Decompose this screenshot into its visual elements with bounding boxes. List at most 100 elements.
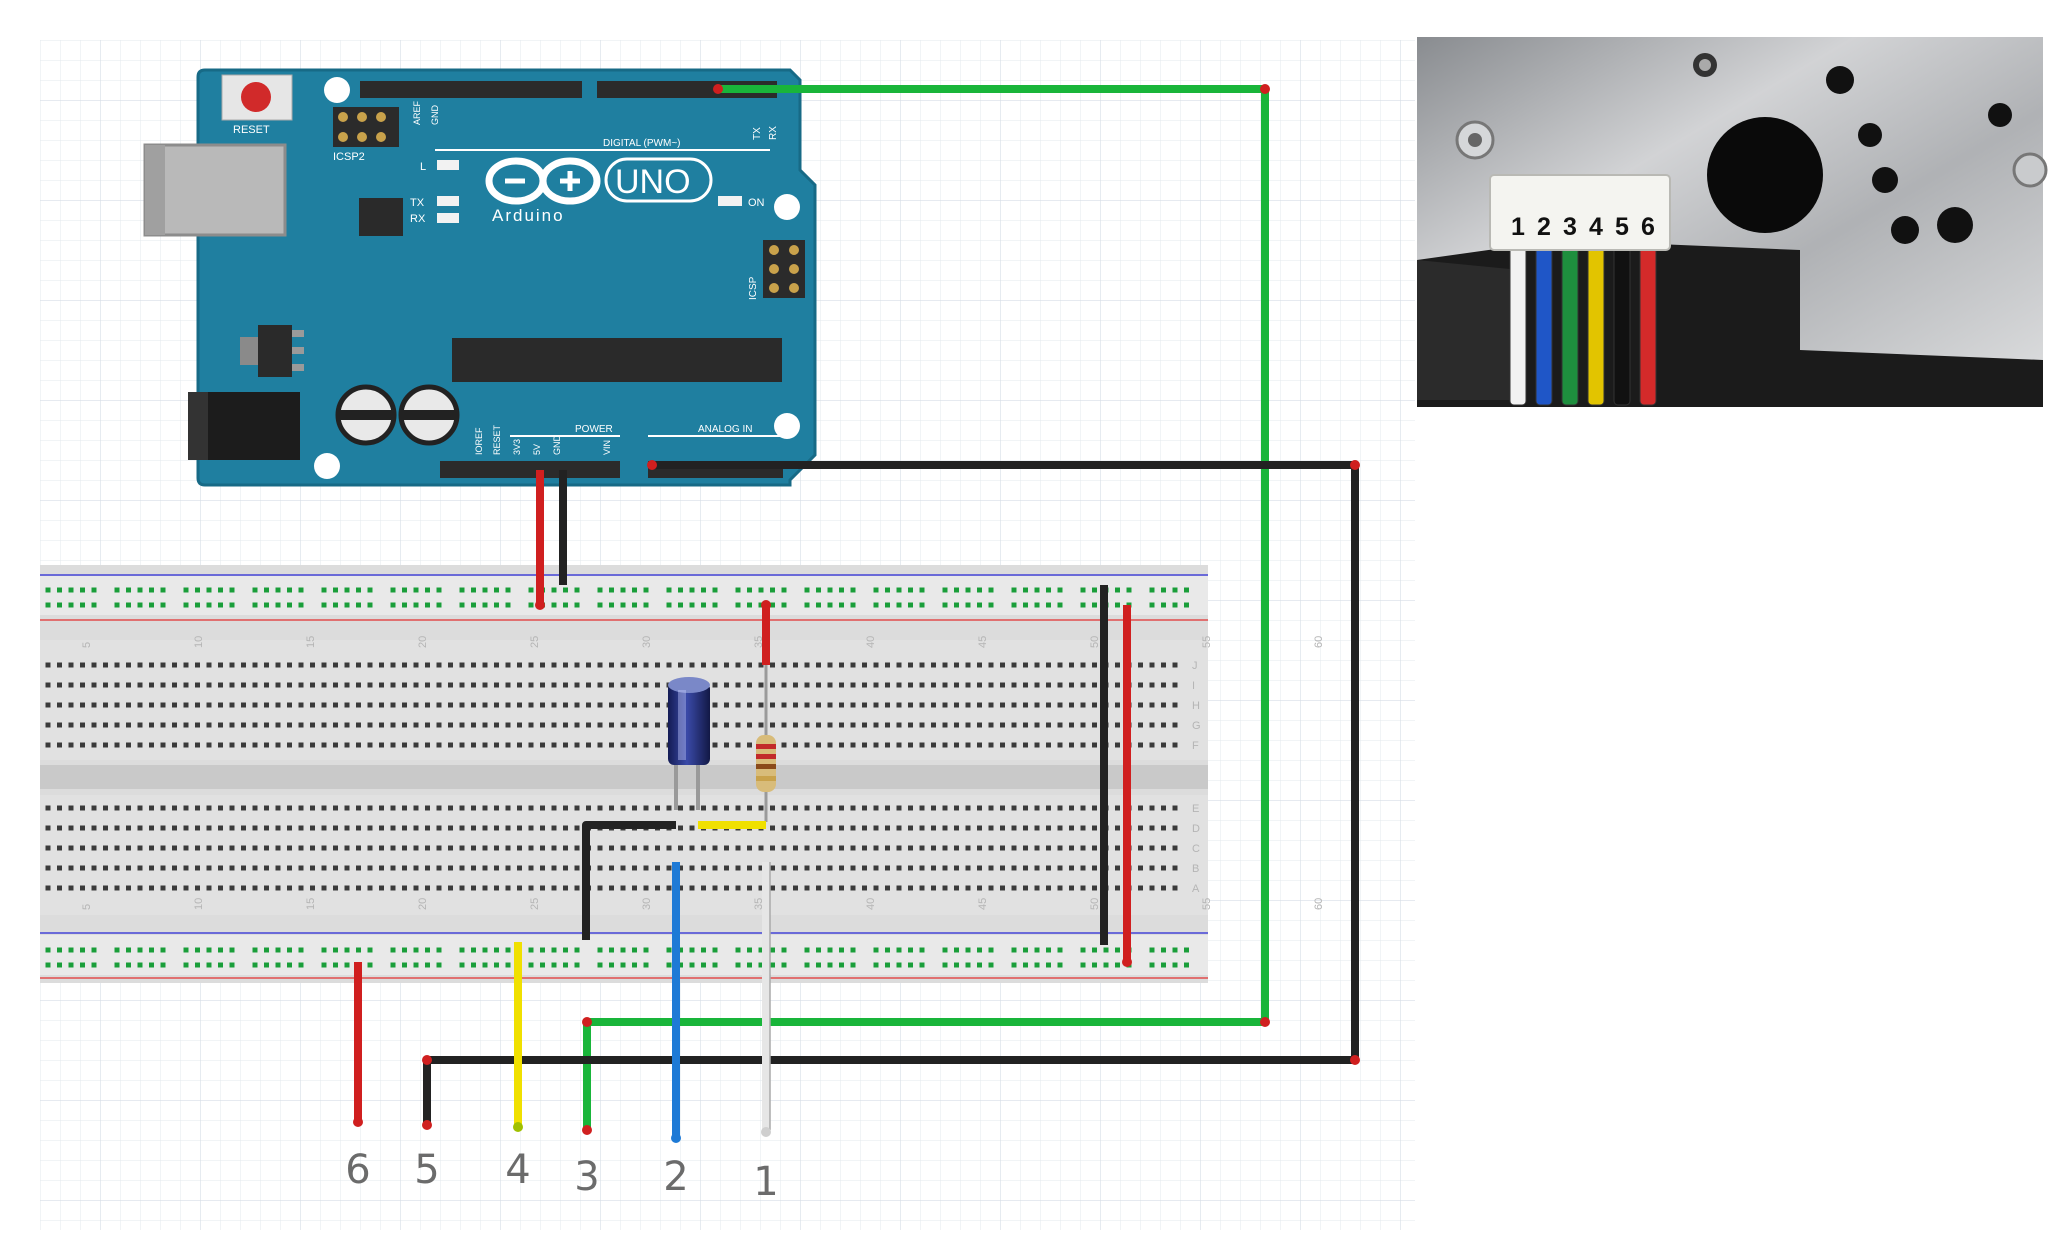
rail-hole — [160, 962, 166, 968]
terminal-hole — [1069, 682, 1074, 688]
terminal-hole — [816, 885, 821, 891]
terminal-hole — [655, 845, 660, 851]
terminal-hole — [172, 865, 177, 871]
rail-hole — [183, 587, 189, 593]
terminal-hole — [367, 805, 373, 811]
terminal-hole — [103, 825, 108, 831]
rail-hole — [574, 962, 580, 968]
terminal-hole — [149, 805, 154, 811]
terminal-hole — [1057, 885, 1063, 891]
terminal-hole — [609, 805, 614, 811]
rail-hole — [494, 947, 499, 953]
terminal-hole — [563, 662, 568, 668]
power-label: POWER — [575, 424, 613, 435]
terminal-hole — [517, 722, 522, 728]
terminal-hole — [827, 702, 833, 708]
terminal-hole — [609, 722, 614, 728]
terminal-hole — [367, 885, 373, 891]
terminal-hole — [747, 702, 752, 708]
terminal-hole — [413, 825, 419, 831]
terminal-hole — [172, 702, 177, 708]
terminal-hole — [885, 682, 890, 688]
terminal-hole — [298, 825, 304, 831]
rail-hole — [747, 962, 752, 968]
terminal-hole — [942, 722, 948, 728]
rail-hole — [712, 602, 718, 608]
terminal-hole — [1011, 662, 1017, 668]
terminal-hole — [1092, 682, 1097, 688]
terminal-hole — [252, 825, 258, 831]
connector-pin-5: 5 — [1615, 213, 1629, 241]
terminal-hole — [298, 662, 304, 668]
terminal-hole — [103, 805, 108, 811]
terminal-hole — [781, 885, 787, 891]
terminal-hole — [574, 845, 580, 851]
terminal-hole — [103, 702, 108, 708]
terminal-hole — [977, 682, 982, 688]
terminal-hole — [793, 722, 798, 728]
terminal-hole — [218, 722, 223, 728]
terminal-hole — [597, 742, 603, 748]
rail-hole — [781, 962, 787, 968]
terminal-hole — [310, 702, 315, 708]
terminal-hole — [954, 702, 959, 708]
terminal-hole — [252, 702, 258, 708]
terminal-hole — [114, 825, 120, 831]
rail-hole — [919, 587, 925, 593]
terminal-hole — [632, 662, 637, 668]
terminal-hole — [965, 682, 971, 688]
terminal-hole — [482, 805, 488, 811]
rail-hole — [827, 602, 833, 608]
terminal-hole — [264, 682, 269, 688]
rail-hole — [1057, 962, 1063, 968]
rail-hole — [1092, 947, 1097, 953]
rail-hole — [839, 602, 844, 608]
rail-hole — [781, 587, 787, 593]
terminal-hole — [91, 682, 97, 688]
terminal-hole — [804, 682, 810, 688]
terminal-hole — [988, 702, 994, 708]
terminal-hole — [827, 845, 833, 851]
terminal-hole — [1080, 865, 1086, 871]
terminal-hole — [195, 805, 200, 811]
terminal-hole — [344, 722, 350, 728]
terminal-hole — [1000, 845, 1005, 851]
terminal-hole — [1046, 865, 1051, 871]
terminal-hole — [988, 682, 994, 688]
terminal-hole — [735, 865, 741, 871]
terminal-hole — [919, 682, 925, 688]
terminal-hole — [850, 825, 856, 831]
terminal-hole — [816, 662, 821, 668]
terminal-hole — [321, 825, 327, 831]
terminal-hole — [436, 722, 442, 728]
rail-hole — [1115, 587, 1120, 593]
terminal-hole — [540, 662, 545, 668]
terminal-hole — [1023, 742, 1028, 748]
terminal-hole — [482, 722, 488, 728]
terminal-hole — [942, 845, 948, 851]
terminal-hole — [114, 845, 120, 851]
rail-hole — [1092, 602, 1097, 608]
rail-hole — [574, 947, 580, 953]
rail-hole — [1023, 587, 1028, 593]
rail-hole — [735, 602, 741, 608]
terminal-hole — [172, 682, 177, 688]
terminal-hole — [402, 825, 407, 831]
terminal-hole — [919, 885, 925, 891]
terminal-hole — [241, 722, 246, 728]
terminal-hole — [1172, 805, 1178, 811]
terminal-hole — [1172, 682, 1178, 688]
terminal-hole — [517, 865, 522, 871]
terminal-hole — [321, 742, 327, 748]
rail-hole — [505, 962, 511, 968]
terminal-hole — [781, 722, 787, 728]
terminal-hole — [1023, 722, 1028, 728]
terminal-hole — [770, 885, 775, 891]
rail-hole — [1172, 947, 1178, 953]
terminal-hole — [1011, 722, 1017, 728]
terminal-hole — [413, 662, 419, 668]
rail-hole — [264, 947, 269, 953]
rail-hole — [770, 602, 775, 608]
terminal-hole — [367, 722, 373, 728]
terminal-hole — [620, 722, 626, 728]
